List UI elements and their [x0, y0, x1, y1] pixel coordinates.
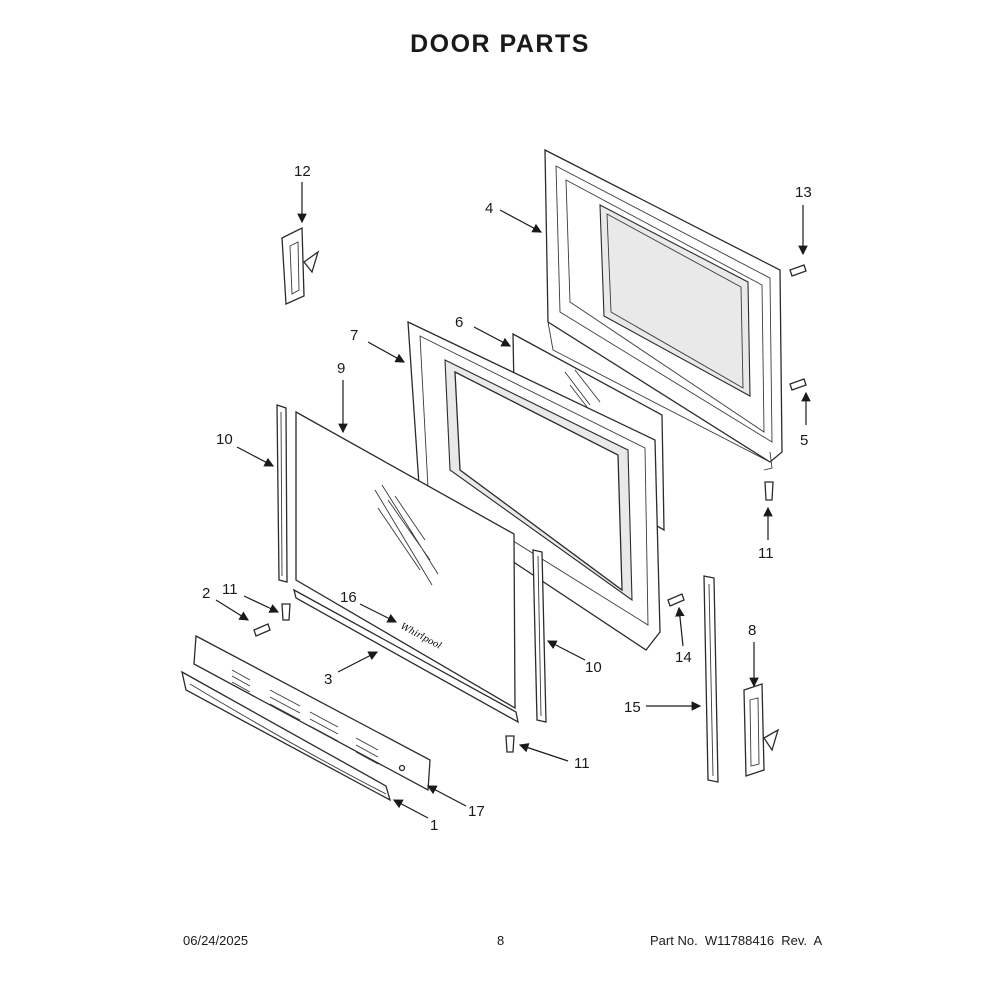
screw-11-left	[281, 603, 291, 621]
screw-5	[789, 378, 807, 391]
footer-part-number: Part No. W11788416 Rev. A	[650, 933, 823, 948]
part-14-hinge-channel	[703, 575, 719, 783]
callout-13: 14	[675, 649, 692, 666]
callout-10-right: 10	[585, 659, 602, 676]
callout-14: 15	[624, 699, 641, 716]
callout-labels: 12 4 13 6 7 9 10 5 11 11 2 16 8 14 10 3 …	[202, 163, 812, 834]
footer-date: 06/24/2025	[183, 933, 249, 948]
screw-11-upper-right	[764, 481, 774, 501]
part-8-hinge	[743, 683, 780, 777]
screw-2	[253, 623, 271, 637]
callout-3: 3	[324, 671, 332, 688]
callout-8: 8	[748, 622, 756, 639]
part-4-outer-door-panel	[544, 148, 783, 471]
callout-9: 9	[337, 360, 345, 377]
screw-13	[667, 593, 685, 607]
callout-2: 2	[202, 585, 210, 602]
callout-12: 12	[294, 163, 311, 180]
callout-5: 5	[800, 432, 808, 449]
part-12-hinge	[281, 226, 320, 305]
callout-11-right: 11	[758, 545, 774, 562]
leader-lines	[215, 182, 811, 819]
part-10-right-side-trim	[532, 549, 547, 723]
part-10-left-side-trim	[276, 404, 288, 583]
page-title: DOOR PARTS	[410, 30, 590, 58]
callout-1: 1	[430, 817, 438, 834]
callout-10-left: 10	[216, 431, 233, 448]
callout-17: 17	[468, 803, 485, 820]
callout-7: 7	[350, 327, 358, 344]
callout-6: 6	[455, 314, 463, 331]
callout-15: 13	[795, 184, 812, 201]
part-1-door-handle	[181, 670, 392, 802]
part-7-inner-door-frame	[407, 320, 661, 651]
callout-11-left: 11	[222, 581, 238, 598]
callout-4: 4	[485, 200, 493, 217]
callout-16: 16	[340, 589, 357, 606]
screw-15	[789, 264, 807, 277]
footer-page-number: 8	[497, 933, 505, 948]
screw-11-bottom	[505, 735, 515, 753]
callout-11-bottom: 11	[574, 755, 590, 772]
part-9-outer-glass	[295, 410, 516, 710]
